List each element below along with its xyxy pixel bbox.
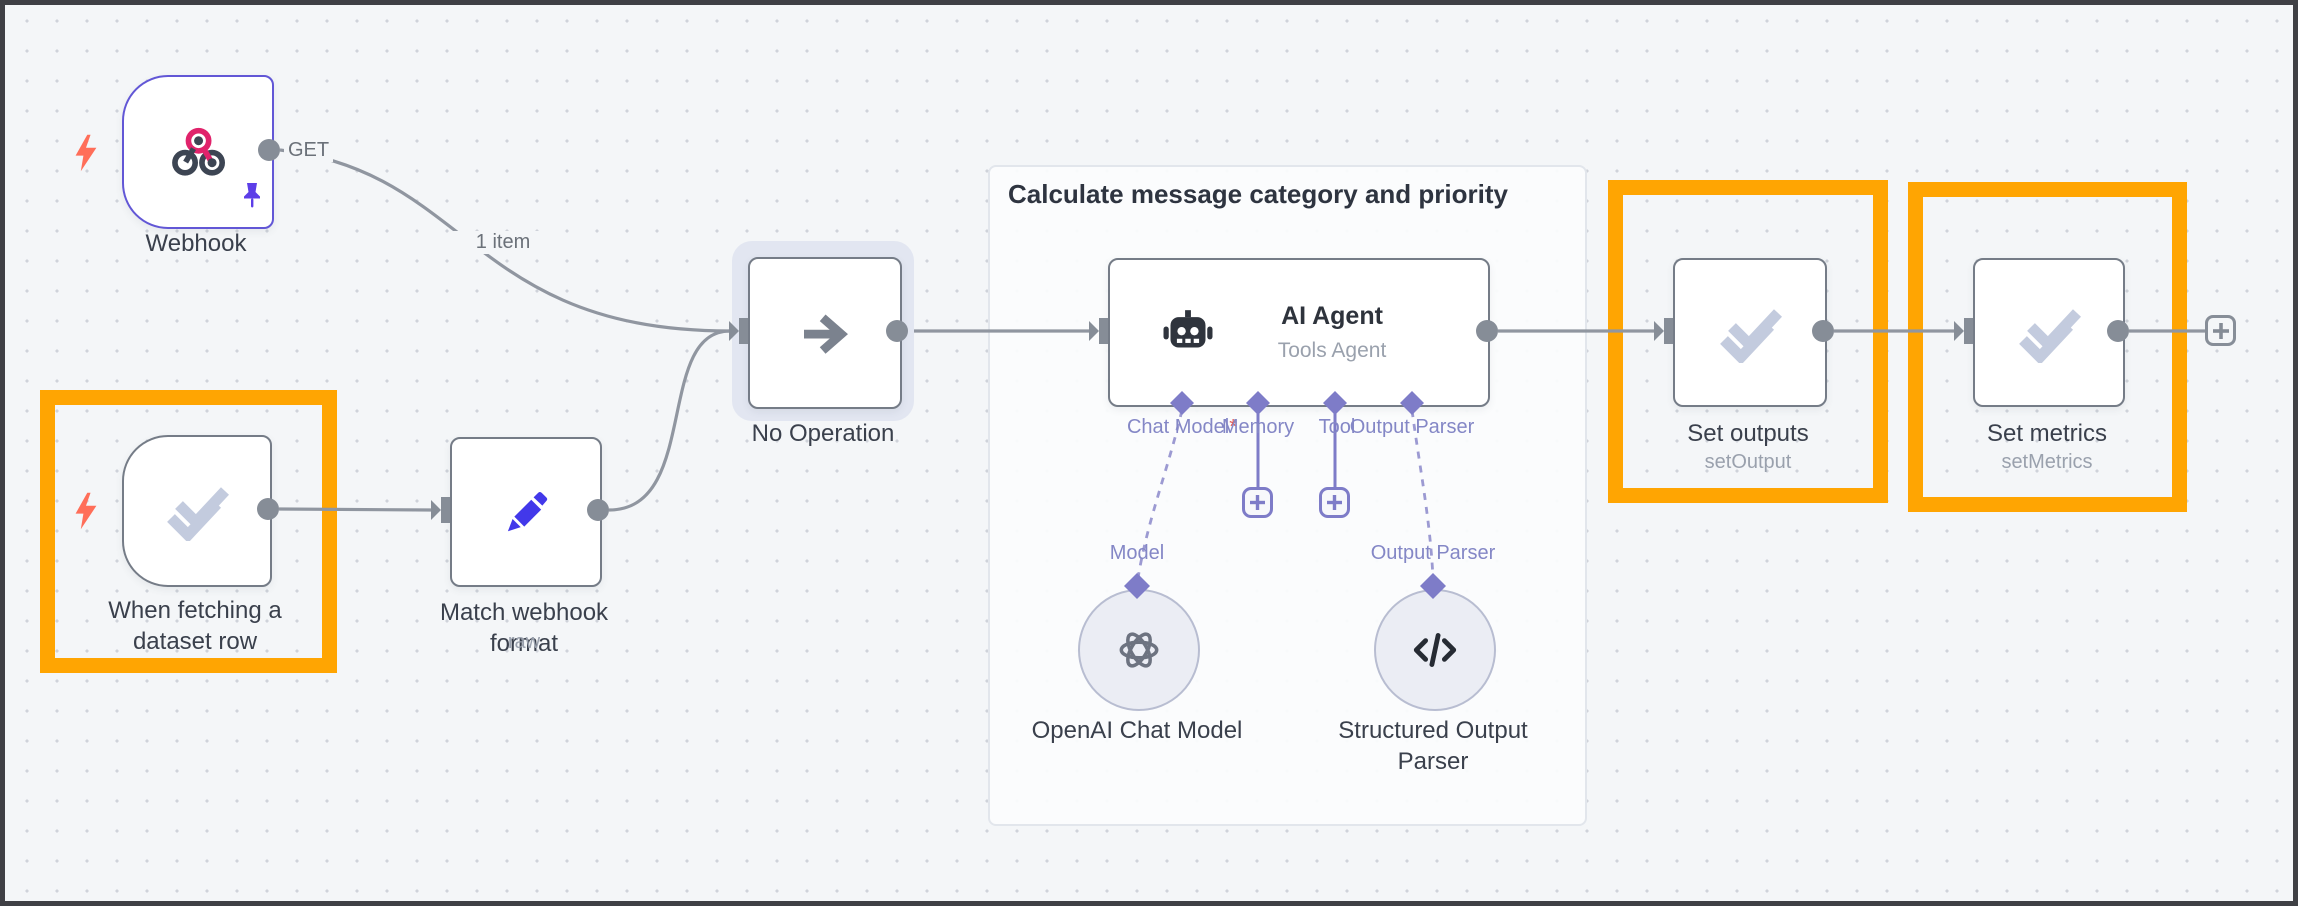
node-openai-chat-model[interactable] [1078,589,1200,711]
input-port-agent[interactable] [1089,318,1108,344]
output-port-noop[interactable] [886,320,908,342]
match-format-label: Match webhook format [439,599,609,657]
port-diamond-parser-input[interactable] [1420,573,1446,599]
openai-model-label: OpenAI Chat Model [1031,717,1243,744]
agent-port-tool: Tool [1318,416,1356,438]
webhook-items-label: 1 item [449,231,557,254]
output-port-setmetrics[interactable] [2107,320,2129,342]
port-diamond-output-parser[interactable] [1400,391,1424,415]
ai-agent-subtitle: Tools Agent [1277,339,1387,362]
node-dataset-trigger[interactable] [122,435,272,587]
plus-icon [1327,495,1342,510]
add-node-button[interactable] [2205,315,2236,346]
plus-icon [2212,322,2229,339]
agent-port-output-parser: Output Parser [1349,416,1475,438]
trigger-bolt-icon [73,133,99,178]
set-outputs-label: Set outputs [1687,420,1809,447]
structured-parser-label: Structured Output Parser [1338,717,1528,775]
webhook-label: Webhook [145,230,247,257]
highlight-frame-set-metrics [1908,182,2187,512]
openai-logo-icon [1119,632,1159,668]
arrow-right-icon [750,259,900,407]
port-diamond-tool[interactable] [1323,391,1347,415]
add-memory-button[interactable] [1242,487,1273,518]
dataset-trigger-label: When fetching a dataset row [108,597,282,655]
port-diamond-chat-model[interactable] [1170,391,1194,415]
output-port-dataset[interactable] [257,498,279,520]
ai-agent-title: AI Agent [1281,302,1383,330]
set-metrics-subtitle: setMetrics [2001,451,2093,473]
evaluation-check-icon [124,437,270,585]
sub-port-output-parser-label: Output Parser [1370,542,1496,564]
output-port-setoutputs[interactable] [1812,320,1834,342]
input-port-setoutputs[interactable] [1654,318,1673,344]
robot-icon [1158,302,1218,363]
noop-label: No Operation [751,420,895,447]
node-ai-agent[interactable]: AI Agent Tools Agent [1108,258,1490,407]
port-diamond-memory[interactable] [1246,391,1270,415]
agent-port-memory: Memory [1221,416,1295,438]
group-title: Calculate message category and priority [1008,179,1508,209]
set-metrics-label: Set metrics [1986,420,2108,447]
code-icon [1413,633,1457,667]
trigger-bolt-icon [73,491,99,536]
evaluation-check-icon [1675,260,1825,405]
input-port-setmetrics[interactable] [1954,318,1973,344]
agent-port-chat-model: Chat Model* [1126,416,1238,438]
add-tool-button[interactable] [1319,487,1350,518]
edge-agent-to-model[interactable] [1136,409,1184,579]
edge-dataset-to-match[interactable] [278,507,432,512]
output-port-agent[interactable] [1476,320,1498,342]
node-match-webhook-format[interactable] [450,437,602,587]
input-port-noop[interactable] [729,318,748,344]
edge-match-to-noop[interactable] [608,329,731,512]
highlight-frame-dataset-trigger [40,390,337,673]
plus-icon [1250,495,1265,510]
node-webhook[interactable] [122,75,274,229]
sub-port-model-label: Model [1109,542,1165,564]
output-port-match[interactable] [587,499,609,521]
edit-pencil-icon [452,439,600,585]
edge-agent-to-parser[interactable] [1410,409,1435,579]
node-set-metrics[interactable] [1973,258,2125,407]
webhook-method-label: GET [284,139,334,162]
webhook-icon [124,77,272,227]
evaluation-check-icon [1975,260,2123,405]
node-no-operation[interactable] [748,257,902,409]
highlight-frame-set-outputs [1608,180,1888,503]
set-outputs-subtitle: setOutput [1704,451,1792,473]
input-port-match[interactable] [431,497,450,523]
output-port-webhook[interactable] [258,139,280,161]
match-format-subtitle: raw [507,631,541,653]
port-diamond-model-input[interactable] [1124,573,1150,599]
pin-icon [240,182,264,217]
